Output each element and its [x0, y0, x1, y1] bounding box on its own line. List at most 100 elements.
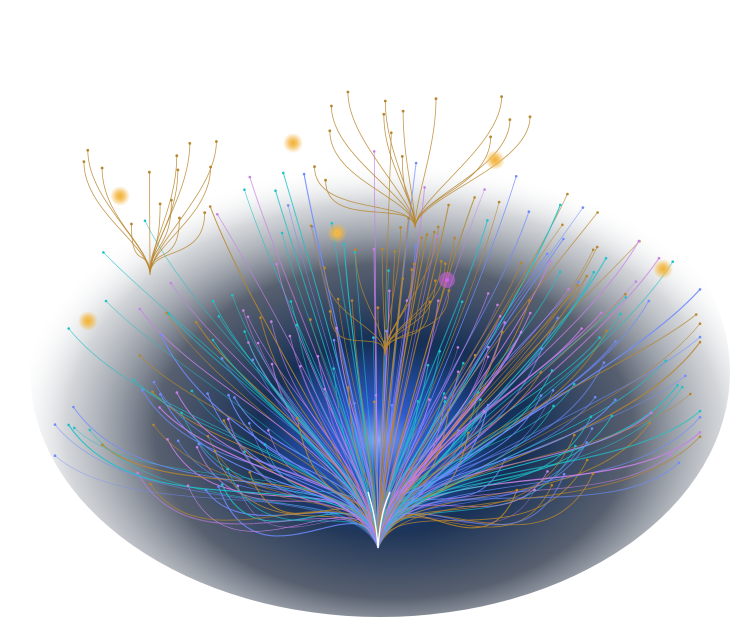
branch-tip: [407, 216, 410, 220]
branch-tip: [698, 431, 702, 434]
branch-tip: [159, 392, 162, 396]
cluster-branch: [384, 226, 439, 356]
branch-tip: [698, 288, 702, 291]
branch-curve: [377, 434, 575, 549]
branch-tip: [428, 300, 432, 304]
branch-tip: [487, 345, 490, 349]
branch-curve: [296, 417, 379, 549]
branch-tip: [149, 482, 152, 486]
branch-tip: [595, 245, 599, 249]
branch-tip: [211, 299, 215, 303]
branch-tip: [649, 411, 653, 415]
branch-tip: [677, 461, 681, 465]
branch-tip: [592, 270, 596, 274]
branch-tip: [295, 323, 299, 327]
branch-tip: [316, 355, 320, 358]
branch-curve: [54, 424, 379, 549]
branch-tip: [323, 387, 327, 391]
branch-tip: [420, 236, 423, 240]
branch-tip: [138, 307, 142, 311]
branch-tip: [514, 175, 518, 178]
branch-tip: [698, 322, 702, 326]
branch-tip: [330, 104, 333, 108]
branch-tip: [209, 165, 213, 169]
branch-tip: [180, 411, 183, 415]
branch-tip: [500, 95, 503, 98]
branch-tip: [624, 296, 627, 299]
cluster-branch: [414, 96, 502, 229]
branch-tip: [614, 398, 617, 402]
cluster-branch: [329, 130, 416, 229]
branch-curve: [216, 214, 379, 549]
branch-tip: [664, 359, 667, 363]
branch-tip: [624, 292, 627, 296]
branch-tip: [590, 427, 594, 430]
branch-tip: [528, 299, 531, 302]
branch-curve: [275, 190, 379, 549]
branch-tip: [332, 367, 336, 370]
branch-tip: [88, 428, 92, 432]
branch-tip: [132, 378, 136, 382]
branch-curve: [54, 455, 379, 549]
branch-tip: [610, 414, 614, 418]
branch-tip: [573, 433, 576, 437]
branch-tip: [353, 251, 357, 254]
branch-lines: [54, 91, 701, 549]
branch-tip: [176, 168, 180, 172]
branch-curve: [377, 405, 554, 549]
branch-tip: [152, 423, 155, 427]
branch-tip: [497, 200, 501, 204]
branch-tip: [383, 99, 387, 103]
branch-tip: [248, 471, 251, 474]
branch-tip: [483, 188, 486, 191]
branch-tip: [350, 299, 354, 302]
branch-tip: [302, 172, 306, 176]
branch-tip: [546, 470, 549, 473]
branch-tip: [486, 292, 490, 295]
glow-node-center: [117, 193, 123, 199]
branch-tip: [67, 327, 70, 330]
branch-tip: [158, 202, 162, 206]
branch-tip: [267, 429, 270, 432]
branch-tip: [585, 274, 588, 278]
branch-tip: [619, 312, 622, 316]
branch-tip: [280, 231, 284, 235]
branch-tip: [140, 388, 144, 392]
branch-tip: [681, 385, 684, 389]
branch-tip: [558, 270, 562, 274]
branch-tip: [585, 441, 589, 444]
branch-curve: [377, 313, 621, 549]
branch-curve: [377, 207, 584, 549]
branch-tip: [591, 472, 595, 476]
branch-tip: [328, 310, 332, 313]
branch-curve: [281, 232, 379, 549]
branch-tip: [694, 313, 698, 316]
branch-curve: [377, 234, 428, 549]
branch-tip: [436, 225, 440, 229]
branch-tip: [447, 408, 450, 412]
branch-tip: [256, 341, 260, 345]
branch-tip: [376, 306, 380, 309]
branch-tip: [236, 484, 240, 488]
branch-tip: [175, 391, 179, 394]
branch-tip: [330, 221, 334, 225]
branch-tip: [443, 400, 447, 403]
glow-node-center: [334, 230, 340, 236]
branch-tip: [460, 300, 464, 304]
branch-tip: [435, 234, 439, 238]
branch-tip: [414, 161, 418, 165]
branch-tip: [323, 266, 326, 270]
branch-tip: [561, 223, 564, 227]
cluster-branch: [414, 119, 511, 229]
branch-tip: [486, 355, 490, 359]
branch-tip: [332, 338, 336, 342]
branch-curve: [247, 316, 379, 549]
branch-curve: [377, 442, 588, 549]
branch-tip: [353, 402, 356, 405]
branch-tip: [453, 236, 456, 240]
branch-tip: [562, 237, 565, 241]
branch-tip: [556, 316, 560, 320]
branch-tip: [100, 166, 104, 170]
branch-tip: [251, 358, 255, 362]
